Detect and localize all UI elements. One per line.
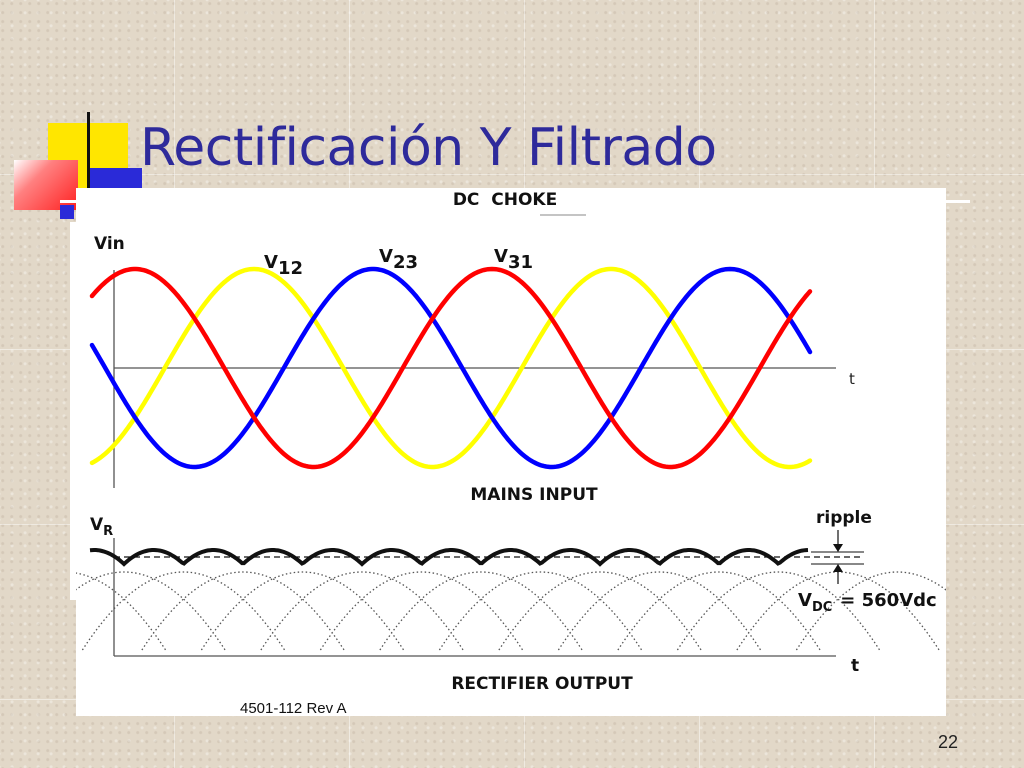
ripple-label: ripple [816,508,872,528]
mains-input-caption: MAINS INPUT [470,485,598,505]
phase-wave-v31 [89,266,813,470]
phase-wave-v12 [89,266,813,470]
slide-title: Rectificación Y Filtrado [140,118,717,178]
rectified-ripple-wave [89,548,809,567]
rectifier-t-label: t [851,656,859,676]
phase-wave-v23 [89,266,813,470]
rectifier-output-caption: RECTIFIER OUTPUT [451,674,633,694]
logo-vertical-line [87,112,90,210]
page-number: 22 [938,732,959,752]
rectifier-diagram: DC CHOKE Vin t V12 V23 V31 MAINS INPUT V… [76,188,946,716]
phase-label-v23: V23 [379,246,418,273]
phase-label-v12: V12 [264,252,303,279]
phase-label-v31: V31 [494,246,533,273]
mains-t-label: t [849,370,855,388]
dc-choke-label: DC CHOKE [453,190,557,210]
vdc-label: VDC= 560Vdc [798,590,937,615]
rectifier-y-label: VR [90,515,113,539]
logo-blue-small [60,205,74,219]
mains-y-label: Vin [94,234,125,254]
ripple-arrow-up-head [833,564,843,572]
ripple-arrow-down-head [833,544,843,552]
document-code: 4501-112 Rev A [240,700,346,716]
